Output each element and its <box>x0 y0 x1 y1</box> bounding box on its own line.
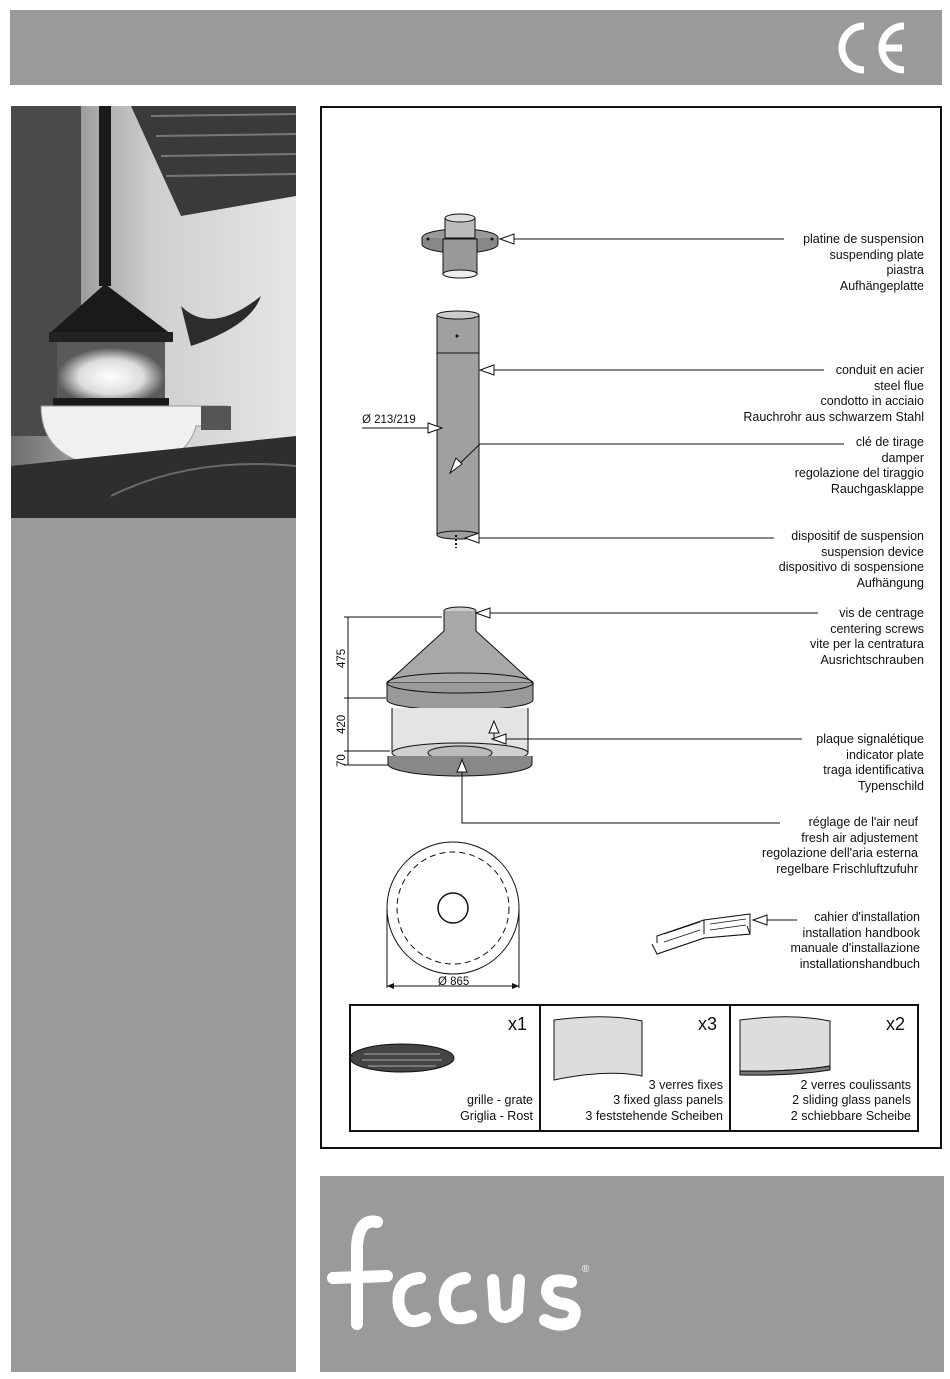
header-bar <box>10 10 942 85</box>
fireplace-photo <box>11 106 296 518</box>
flue-diameter: Ø 213/219 <box>362 414 416 426</box>
accessory-qty: x3 <box>697 1014 717 1034</box>
suspending-plate-drawing <box>421 213 499 279</box>
base-height: 70 <box>336 754 348 767</box>
steel-flue-drawing <box>436 310 480 548</box>
glass-height: 420 <box>336 714 348 734</box>
accessory-qty: x1 <box>507 1014 527 1034</box>
hood-height: 475 <box>336 648 348 668</box>
handbook-icon <box>651 913 751 955</box>
top-view-drawing <box>386 841 520 989</box>
focus-logo <box>327 1215 581 1331</box>
base-diameter: Ø 865 <box>438 976 470 988</box>
fixed-glass-drawing <box>553 1016 643 1081</box>
fireplace-hood-drawing <box>385 606 535 777</box>
ce-mark-icon <box>838 22 905 74</box>
sidebar <box>11 106 296 1372</box>
registered-mark: ® <box>582 1264 590 1275</box>
parts-drawing <box>344 213 844 1081</box>
accessory-qty: x2 <box>885 1014 905 1034</box>
footer-brand: ® <box>320 1176 944 1372</box>
